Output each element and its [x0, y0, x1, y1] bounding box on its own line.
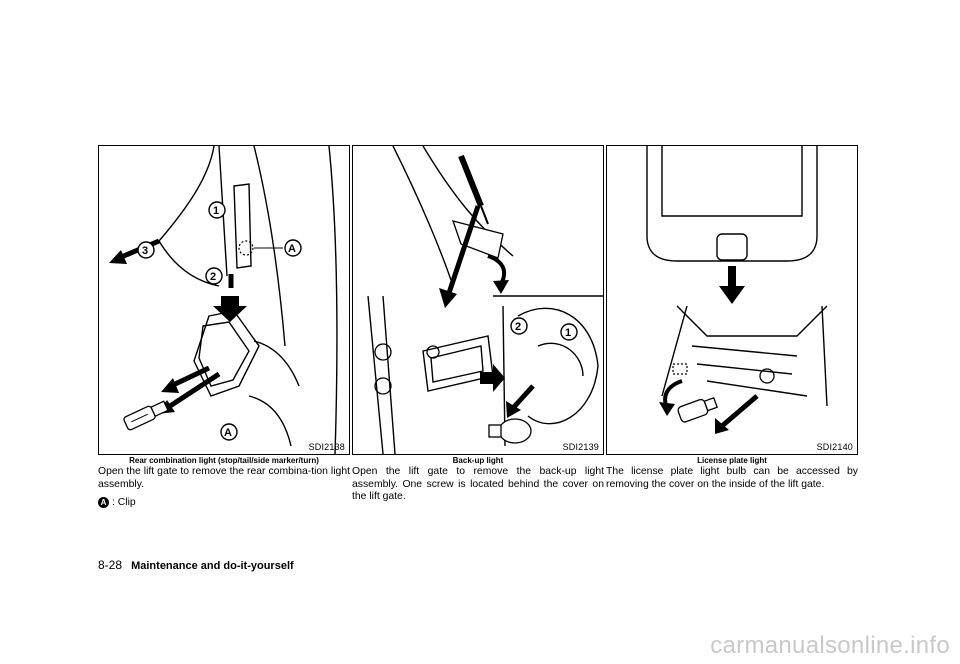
figure-caption: Back-up light	[452, 456, 504, 465]
figure-caption: Rear combination light (stop/tail/side m…	[129, 456, 319, 465]
instruction-text: The license plate light bulb can be acce…	[606, 466, 858, 490]
section-title: Maintenance and do-it-yourself	[131, 560, 294, 572]
callout-2: 2	[210, 271, 216, 283]
rear-light-drawing: 1 2 3 A A	[109, 146, 338, 454]
callout-a-bottom: A	[224, 427, 232, 439]
callout-2: 2	[515, 321, 521, 333]
callout-a-top: A	[288, 243, 296, 255]
instruction-text: Open the lift gate to remove the rear co…	[98, 466, 350, 490]
figure-code: SDI2139	[562, 442, 599, 452]
rear-combination-light-illustration: 1 2 3 A A SDI2138	[98, 145, 350, 455]
watermark: carmanualsonline.info	[710, 632, 950, 659]
instruction-text: Open the lift gate to remove the back-up…	[352, 466, 604, 503]
badge-a: A	[98, 497, 109, 509]
page-footer: 8-28 Maintenance and do-it-yourself	[98, 558, 294, 572]
back-up-light-illustration: 2 1 SDI2139	[352, 145, 604, 455]
license-plate-light-illustration: SDI2140	[606, 145, 858, 455]
figure-column-2: 2 1 SDI2139 Back-up light Open the lift …	[352, 145, 604, 504]
legend-clip: A : Clip	[98, 497, 350, 509]
callout-1: 1	[213, 205, 219, 217]
license-plate-light-drawing	[646, 146, 828, 434]
page-number: 8-28	[98, 558, 123, 572]
back-up-light-drawing: 2 1	[367, 146, 603, 454]
figure-caption: License plate light	[697, 456, 767, 465]
figure-column-3: SDI2140 License plate light The license …	[606, 145, 858, 491]
figure-code: SDI2140	[816, 442, 853, 452]
figure-code: SDI2138	[308, 442, 345, 452]
figure-column-1: 1 2 3 A A SDI2138 Rear combination light…	[98, 145, 350, 509]
callout-1: 1	[565, 327, 571, 339]
legend-text: : Clip	[112, 497, 136, 509]
callout-3: 3	[142, 245, 148, 257]
